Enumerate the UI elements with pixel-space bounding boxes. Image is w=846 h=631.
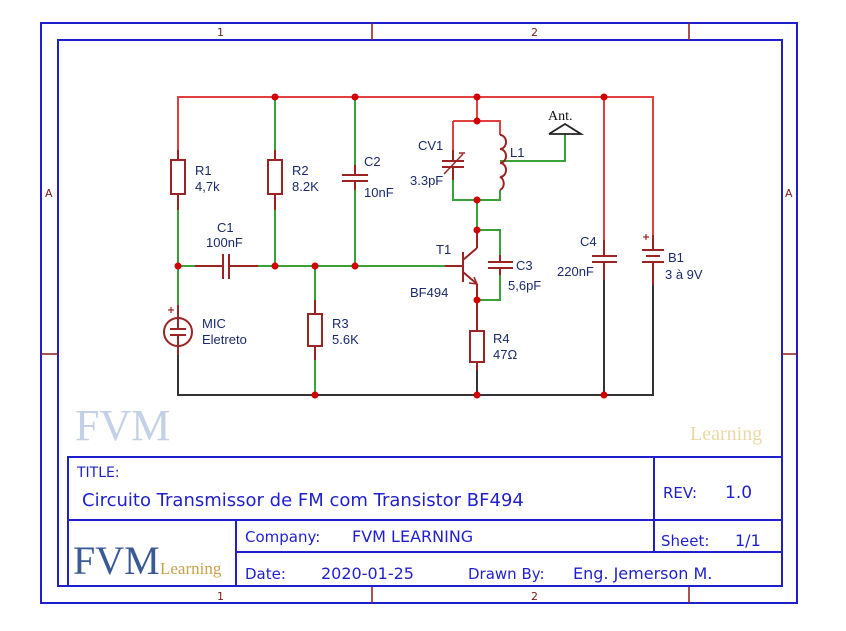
cv1-ref: CV1 [418,138,443,153]
r1-ref: R1 [195,163,212,178]
frame-ticks [41,23,797,603]
c2-value: 10nF [364,185,394,200]
b1-ref: B1 [668,250,684,265]
b1-value: 3 à 9V [665,267,703,282]
c4-ref: C4 [580,234,597,249]
c3-ref: C3 [516,258,533,273]
outer-frame [40,22,798,604]
resistor-r4[interactable] [469,300,485,370]
sheet-value: 1/1 [735,531,761,550]
watermark-sub: Learning [690,423,762,445]
capacitor-c4[interactable] [592,240,617,280]
mic-ref: MIC [202,316,226,331]
watermark-main: FVM [75,401,170,450]
row-label-right: A [785,187,793,200]
r2-value: 8.2K [292,179,319,194]
gnd-net [177,280,654,396]
sheet-label: Sheet: [661,532,709,550]
drawn-by-value: Eng. Jemerson M. [573,564,712,583]
t1-value: BF494 [410,285,448,300]
watermark: FVM Learning [75,401,762,450]
c1-value: 100nF [206,235,243,250]
col-label-1-bottom: 1 [217,590,224,603]
l1-ref: L1 [510,145,524,160]
capacitor-c2[interactable] [342,165,368,190]
mic-value: Eletreto [202,332,247,347]
r1-value: 4,7k [195,179,220,194]
title-label: TITLE: [76,465,120,481]
rev-value: 1.0 [725,483,752,503]
antenna-label: Ant. [548,109,573,124]
junctions [174,93,608,399]
col-label-2-top: 2 [531,26,538,39]
cv1-value: 3.3pF [410,173,443,188]
company-label: Company: [245,528,320,546]
r2-ref: R2 [292,163,309,178]
microphone-mic[interactable] [163,305,193,355]
company-value: FVM LEARNING [352,527,473,546]
r3-ref: R3 [332,316,349,331]
inductor-l1[interactable] [499,134,507,191]
capacitor-c3[interactable] [488,255,513,275]
title-block [67,456,783,587]
c3-value: 5,6pF [508,278,541,293]
vcc-net [177,96,654,240]
c2-ref: C2 [364,154,381,169]
c4-value: 220nF [557,264,594,279]
logo-main: FVM [73,538,160,583]
r4-ref: R4 [493,331,510,346]
rev-label: REV: [663,484,697,502]
date-value: 2020-01-25 [321,564,414,583]
c1-ref: C1 [217,220,234,235]
resistor-r1[interactable] [170,150,186,210]
date-label: Date: [245,565,286,583]
col-label-2-bottom: 2 [531,590,538,603]
title-text: Circuito Transmissor de FM com Transisto… [82,490,524,511]
r3-value: 5.6K [332,332,359,347]
drawn-by-label: Drawn By: [468,565,545,583]
logo-sub: Learning [160,559,222,578]
battery-b1[interactable] [642,234,664,285]
capacitor-c1[interactable] [195,254,258,279]
resistor-r3[interactable] [307,300,323,360]
resistor-r2[interactable] [267,150,283,210]
company-logo: FVM Learning [73,538,222,583]
r4-value: 47Ω [493,347,517,362]
row-label-left: A [45,187,53,200]
col-label-1-top: 1 [217,26,224,39]
t1-ref: T1 [436,242,451,257]
antenna-icon[interactable] [548,122,585,135]
transistor-t1[interactable] [445,230,479,300]
variable-capacitor-cv1[interactable] [442,150,465,180]
